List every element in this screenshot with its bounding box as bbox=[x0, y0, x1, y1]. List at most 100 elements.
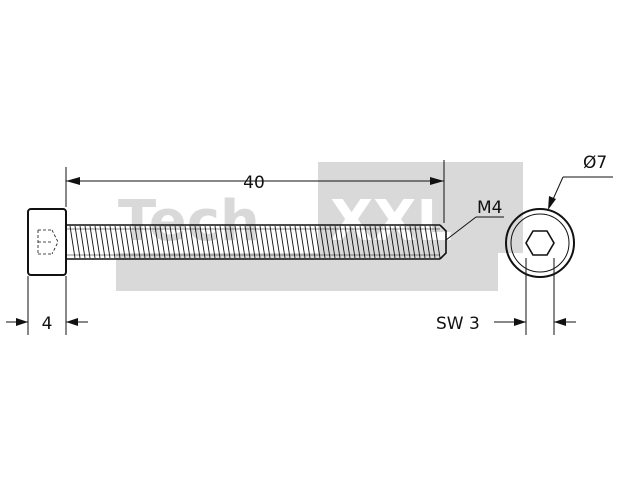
thread-crest bbox=[179, 225, 186, 259]
thread-crest bbox=[199, 225, 206, 259]
length-arrow-left bbox=[66, 177, 80, 185]
thread-crest bbox=[339, 225, 346, 259]
thread-crest bbox=[109, 225, 116, 259]
thread-crest bbox=[194, 225, 201, 259]
thread-crest bbox=[129, 225, 136, 259]
thread-crest bbox=[159, 225, 166, 259]
thread-crest bbox=[309, 225, 316, 259]
thread-crest bbox=[374, 225, 381, 259]
thread-crest bbox=[279, 225, 286, 259]
thread-callout: M4 bbox=[445, 198, 504, 241]
thread-crest bbox=[204, 225, 211, 259]
thread-crest bbox=[209, 225, 216, 259]
screw-head-outline bbox=[27, 208, 67, 276]
thread-crest bbox=[104, 225, 111, 259]
socket-size-label: SW 3 bbox=[436, 314, 480, 334]
thread-crest bbox=[149, 225, 156, 259]
thread-crest bbox=[344, 225, 351, 259]
thread-crest bbox=[319, 225, 326, 259]
thread-crest bbox=[144, 225, 151, 259]
thread-crest bbox=[69, 225, 76, 259]
thread-crest bbox=[429, 225, 436, 259]
end-view-inner-circle bbox=[510, 213, 570, 273]
socket-size-dimension: SW 3 bbox=[436, 258, 576, 335]
head-arrow-left bbox=[16, 318, 28, 326]
thread-crest bbox=[124, 225, 131, 259]
thread-crest bbox=[99, 225, 106, 259]
thread-crest bbox=[434, 225, 441, 259]
thread-crest bbox=[289, 225, 296, 259]
thread-crest bbox=[214, 225, 221, 259]
thread-crest bbox=[134, 225, 141, 259]
thread-crest bbox=[234, 225, 241, 259]
length-arrow-right bbox=[430, 177, 444, 185]
socket-tip bbox=[51, 229, 59, 255]
thread-crest bbox=[299, 225, 306, 259]
thread-crest bbox=[304, 225, 311, 259]
thread-crest bbox=[264, 225, 271, 259]
screw-shank bbox=[66, 224, 447, 260]
head-arrow-right bbox=[66, 318, 78, 326]
thread-crest bbox=[334, 225, 341, 259]
hex-socket bbox=[525, 230, 555, 256]
thread-crest bbox=[79, 225, 86, 259]
thread-crest bbox=[259, 225, 266, 259]
thread-crest bbox=[89, 225, 96, 259]
thread-crest bbox=[224, 225, 231, 259]
thread-crest bbox=[359, 225, 366, 259]
watermark-text-left: Tech bbox=[118, 189, 260, 254]
thread-crest bbox=[414, 225, 421, 259]
thread-crest bbox=[369, 225, 376, 259]
shank-tip bbox=[439, 224, 447, 260]
thread-crest bbox=[219, 225, 226, 259]
thread-crest bbox=[269, 225, 276, 259]
thread-crest bbox=[254, 225, 261, 259]
diameter-label: Ø7 bbox=[583, 153, 607, 173]
thread-crest bbox=[394, 225, 401, 259]
thread-crest bbox=[349, 225, 356, 259]
thread-lines bbox=[69, 225, 441, 259]
thread-crest bbox=[409, 225, 416, 259]
thread-crest bbox=[389, 225, 396, 259]
thread-crest bbox=[324, 225, 331, 259]
thread-crest bbox=[354, 225, 361, 259]
thread-label: M4 bbox=[477, 198, 502, 218]
thread-crest bbox=[244, 225, 251, 259]
thread-crest bbox=[274, 225, 281, 259]
thread-crest bbox=[384, 225, 391, 259]
thread-crest bbox=[379, 225, 386, 259]
thread-crest bbox=[419, 225, 426, 259]
thread-crest bbox=[174, 225, 181, 259]
thread-crest bbox=[314, 225, 321, 259]
thread-crest bbox=[169, 225, 176, 259]
length-dimension: 40 bbox=[65, 160, 445, 223]
thread-crest bbox=[249, 225, 256, 259]
thread-crest bbox=[399, 225, 406, 259]
end-view-outer-circle bbox=[505, 208, 575, 278]
thread-crest bbox=[189, 225, 196, 259]
diameter-arrow bbox=[548, 196, 556, 210]
thread-crest bbox=[364, 225, 371, 259]
thread-crest bbox=[294, 225, 301, 259]
thread-crest bbox=[84, 225, 91, 259]
screw-end-view bbox=[505, 208, 575, 278]
thread-crest bbox=[154, 225, 161, 259]
sw-arrow-right bbox=[554, 318, 566, 326]
thread-crest bbox=[424, 225, 431, 259]
thread-crest bbox=[164, 225, 171, 259]
thread-crest bbox=[139, 225, 146, 259]
thread-crest bbox=[119, 225, 126, 259]
sw-arrow-left bbox=[514, 318, 526, 326]
thread-crest bbox=[94, 225, 101, 259]
thread-crest bbox=[404, 225, 411, 259]
thread-crest bbox=[114, 225, 121, 259]
length-label: 40 bbox=[243, 173, 265, 193]
thread-crest bbox=[74, 225, 81, 259]
thread-crest bbox=[329, 225, 336, 259]
head-height-dimension: 4 bbox=[6, 276, 88, 335]
diameter-callout: Ø7 bbox=[548, 153, 613, 210]
head-height-label: 4 bbox=[42, 314, 53, 334]
thread-leader bbox=[445, 216, 477, 241]
thread-crest bbox=[239, 225, 246, 259]
